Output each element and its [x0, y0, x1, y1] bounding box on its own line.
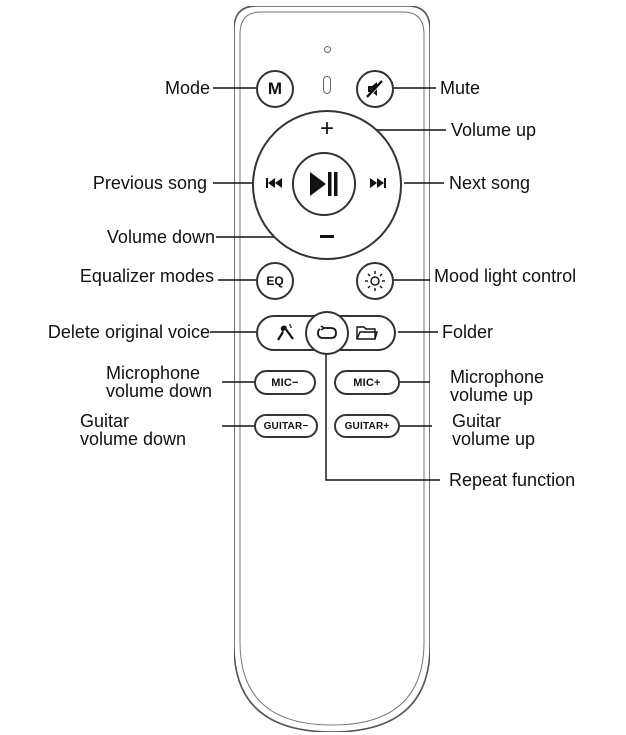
label-guitar-down-line2: volume down	[80, 429, 187, 449]
indicator-dot	[324, 46, 331, 53]
repeat-icon	[317, 325, 337, 339]
previous-track-icon	[266, 178, 282, 188]
label-volume-up: Volume up	[451, 120, 537, 140]
mic-plus-button[interactable]: MIC+	[334, 370, 400, 395]
guitar-minus-label: GUITAR−	[263, 420, 309, 432]
label-guitar-down-line1: Guitar	[80, 411, 130, 431]
label-previous-song: Previous song	[92, 173, 207, 193]
previous-button[interactable]	[262, 173, 286, 193]
label-mode: Mode	[164, 78, 210, 98]
mood-light-button[interactable]	[356, 262, 394, 300]
speaker-mute-icon	[366, 80, 384, 98]
label-guitar-volume-up: Guitar volume up	[452, 412, 535, 448]
guitar-plus-label: GUITAR+	[344, 420, 390, 432]
repeat-button[interactable]	[305, 311, 349, 355]
label-guitar-up-line2: volume up	[452, 429, 536, 449]
next-track-icon	[370, 178, 386, 188]
label-mic-down-line2: volume down	[106, 381, 213, 401]
eq-button[interactable]: EQ	[256, 262, 294, 300]
label-guitar-volume-down: Guitar volume down	[80, 412, 186, 448]
mic-slash-icon	[277, 324, 294, 341]
volume-up-symbol: +	[319, 115, 334, 142]
sun-icon	[365, 271, 385, 291]
next-button[interactable]	[366, 173, 390, 193]
label-mute: Mute	[440, 78, 481, 98]
guitar-minus-button[interactable]: GUITAR−	[254, 414, 318, 438]
volume-up-button[interactable]: +	[314, 116, 340, 142]
volume-down-symbol	[320, 234, 334, 238]
leader-repeat	[325, 352, 440, 481]
label-guitar-up-line1: Guitar	[452, 411, 502, 431]
guitar-plus-button[interactable]: GUITAR+	[334, 414, 400, 438]
mute-button[interactable]	[356, 70, 394, 108]
delete-voice-button[interactable]	[256, 315, 314, 351]
label-delete-original-voice: Delete original voice	[47, 322, 210, 342]
mode-button-label: M	[267, 79, 283, 98]
play-pause-icon	[310, 172, 338, 196]
label-microphone-volume-up: Microphone volume up	[450, 368, 544, 404]
mode-button[interactable]: M	[256, 70, 294, 108]
label-mic-down-line1: Microphone	[106, 363, 201, 383]
label-mic-up-line2: volume up	[450, 385, 534, 405]
eq-button-label: EQ	[266, 274, 284, 288]
volume-down-button[interactable]	[312, 222, 342, 250]
label-repeat-function: Repeat function	[449, 470, 576, 490]
label-next-song: Next song	[449, 173, 531, 193]
folder-icon	[356, 326, 378, 340]
mic-minus-label: MIC−	[271, 376, 299, 389]
mic-minus-button[interactable]: MIC−	[254, 370, 316, 395]
label-mood-light-control: Mood light control	[434, 266, 577, 286]
label-microphone-volume-down: Microphone volume down	[106, 364, 212, 400]
mic-plus-label: MIC+	[353, 376, 381, 389]
label-mic-up-line1: Microphone	[450, 367, 545, 387]
play-pause-button[interactable]	[292, 152, 356, 216]
label-folder: Folder	[442, 322, 494, 342]
label-volume-down: Volume down	[106, 227, 215, 247]
label-equalizer-modes: Equalizer modes	[79, 266, 214, 286]
led-indicator	[323, 76, 331, 94]
